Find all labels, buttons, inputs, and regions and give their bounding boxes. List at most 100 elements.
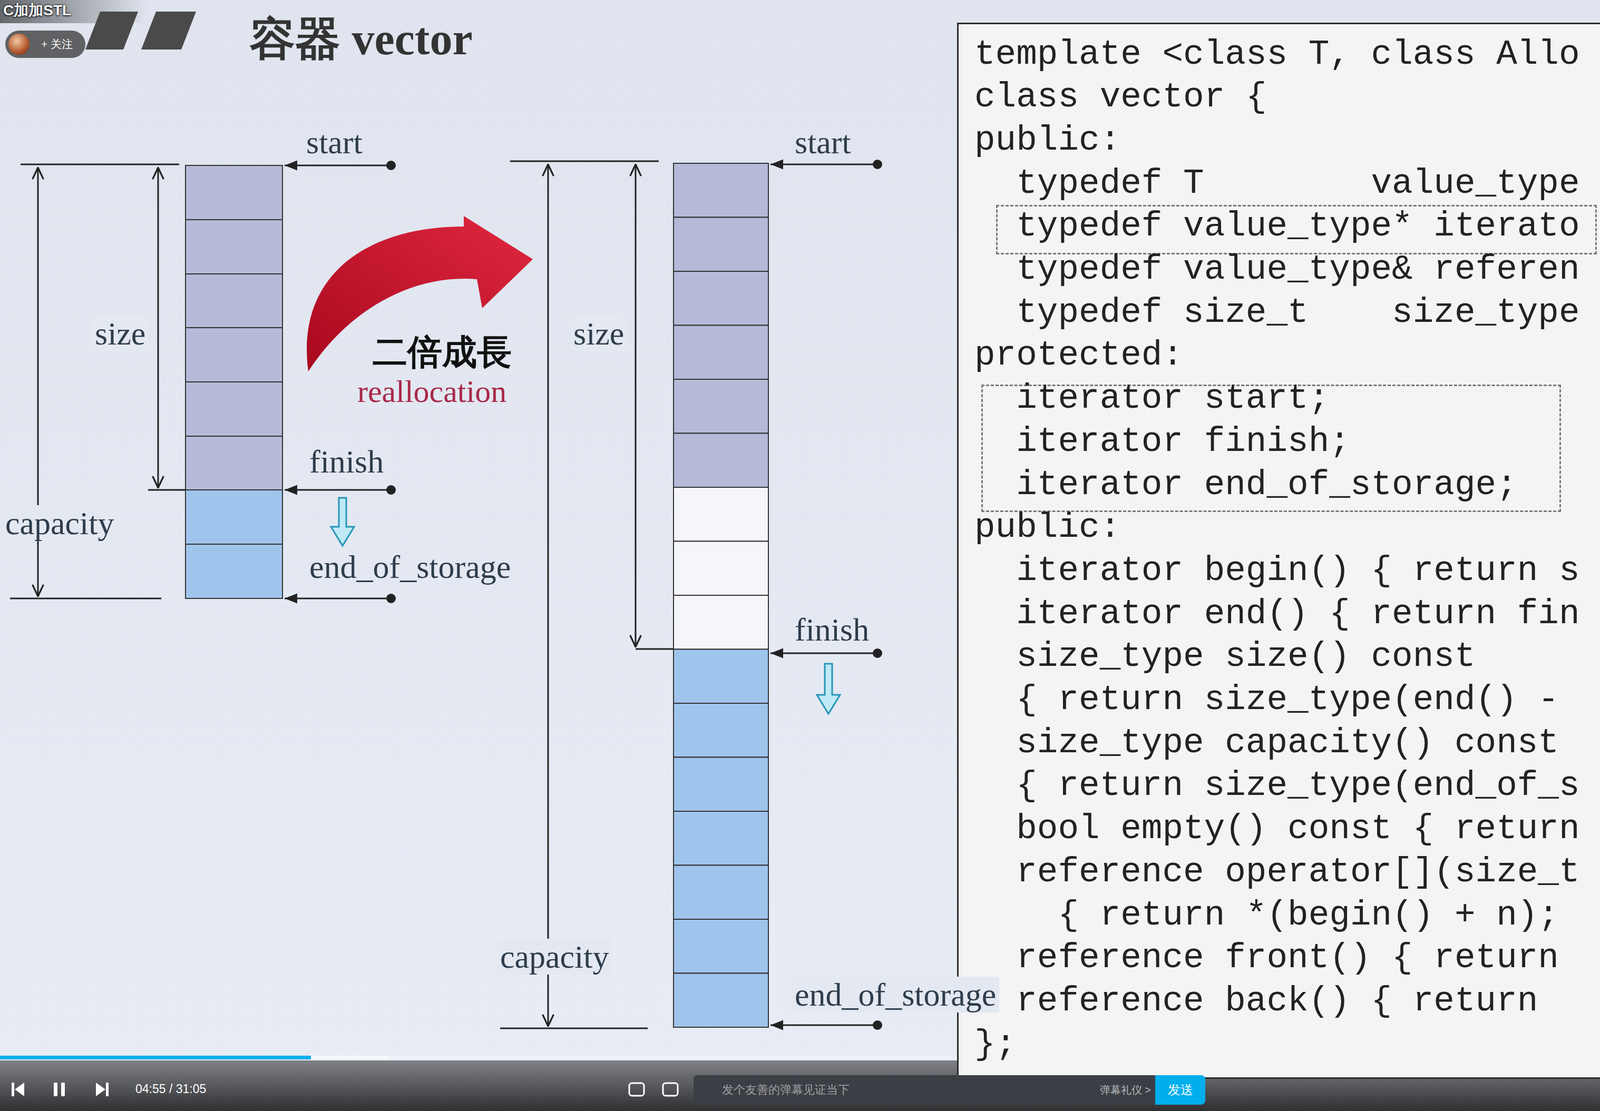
code-line: reference operator[](size_t [1016,851,1580,894]
growth-label: 二倍成長 [372,333,512,372]
dimension-line [500,1028,648,1030]
title-decoration [85,11,197,50]
dimension-line [547,164,550,1027]
memory-cells-before [185,490,283,545]
pointer-dot [872,1020,883,1031]
player-icon [11,1083,713,1099]
code-line: size_type capacity() const [1016,722,1559,765]
player-icon [105,1083,109,1097]
move-arrow [330,498,841,715]
follow-label: + 关注 [41,37,73,51]
code-line: }; [974,1023,1017,1067]
memory-cells-after [673,973,769,1029]
dimension-line [10,161,674,1029]
code-line: typedef value_type& referen [1016,248,1580,291]
memory-cells-after [673,163,769,1028]
code-line: typedef T value_type [1016,162,1580,206]
dimension-line [635,164,637,648]
code-line: { return size_type(end_of_s [1016,764,1580,808]
code-line: reference front() { return [1016,937,1559,980]
dimension-label: size [570,315,628,352]
dimension-label: capacity [2,505,118,542]
code-line: reference back() { return [1016,980,1538,1023]
memory-cells-before [185,274,283,328]
comment-input: 发个友善的弹幕见证当下弹幕礼仪 > [693,1075,1156,1106]
memory-cells-before [185,219,283,275]
avatar [8,33,30,55]
code-line: protected: [974,334,1184,377]
memory-cells-after [673,433,769,489]
player-icon [53,1083,58,1097]
pointer-dot [386,159,883,1031]
dimension-line [20,163,180,166]
memory-cells-after [673,919,769,974]
growth-label: reallocation [357,374,507,409]
pointer-label: start [794,124,852,161]
dimension-line [510,160,659,163]
code-line: iterator start; [1016,377,1330,421]
memory-cells-after [673,757,769,813]
channel-name: C加加STL [3,2,72,19]
memory-cells-after [673,325,769,380]
pointer-arrow [770,163,878,166]
memory-cells-after [673,379,769,434]
pointer-dot [386,485,396,495]
dimension-line [157,167,160,489]
player-icon [11,1083,15,1097]
memory-cells-after [673,271,769,326]
input-text: 发个友善的弹幕见证当下 [722,1083,850,1098]
code-line: public: [974,119,1121,162]
memory-cells-after [673,217,769,272]
move-arrow [330,498,355,546]
send-button: 发送 [1155,1075,1206,1106]
pointer-dot [386,160,396,171]
player-icon [14,1083,25,1097]
code-line: { return *(begin() + n); [1057,894,1559,938]
title-decoration [85,11,139,50]
dimension-label: capacity [496,939,613,975]
pointer-label: end_of_storage [309,549,511,585]
pointer-label: end_of_storage [791,977,1000,1013]
memory-cells-before [185,382,283,437]
memory-cells-after [673,487,769,542]
pointer-dot [872,159,883,170]
code-line: public: [974,506,1121,550]
memory-cells-after [673,595,769,650]
pointer-arrow [770,1025,878,1027]
pointer-label: start [306,124,363,161]
highlight-box: iterator start;iterator finish;iterator … [981,384,1562,513]
code-line: { return size_type(end() - [1016,678,1559,722]
pointer-arrow [284,164,878,1026]
memory-cells-before [185,544,283,599]
pointer-label: finish [309,443,384,480]
player-icon [95,1083,106,1097]
code-line: class vector { [974,75,1267,119]
pointer-arrow [284,164,392,167]
memory-cells-after [673,865,769,921]
dimension-line [635,648,674,651]
code-line: iterator finish; [1016,420,1351,464]
dimension-label: size [91,315,149,352]
pointer-label: finish [794,611,870,648]
progress-bar [310,1056,388,1060]
memory-cells-before [185,436,283,491]
player-icon [662,1083,678,1097]
pointer-arrow [770,652,878,655]
code-line: template <class T, class Allo [974,33,1580,76]
move-arrow [816,664,841,715]
code-line: typedef size_t size_type [1016,291,1580,335]
code-line: bool empty() const { return [1016,807,1580,851]
code-line: size_type size() const [1016,635,1476,679]
dimension-line [10,598,162,600]
memory-cells-after [673,703,769,758]
player-icon [61,1083,65,1097]
progress-bar [0,1056,311,1060]
pointer-arrow [284,489,392,492]
player-icon [629,1083,645,1097]
follow-pill: + 关注 [5,30,86,58]
pointer-dot [872,648,883,659]
dimension-line [148,489,186,492]
slide-title: 容器 vector [249,14,473,65]
growth-arrow [306,216,533,372]
